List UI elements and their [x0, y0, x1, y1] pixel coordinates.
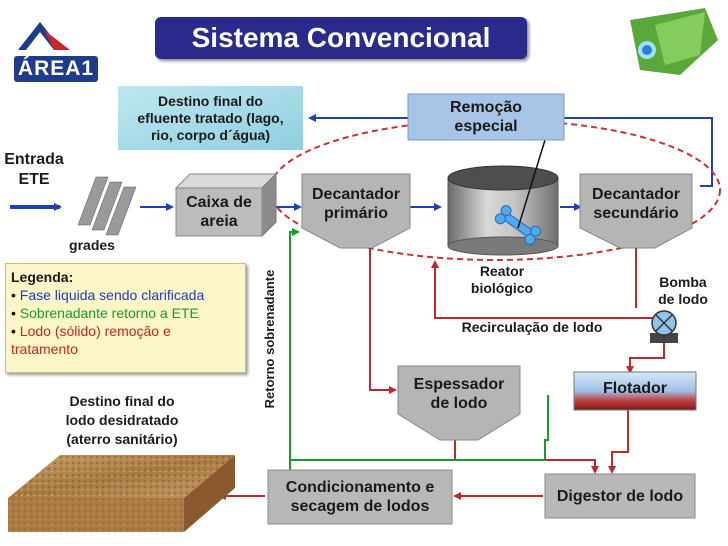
bomba-label: Bomba de lodo	[658, 274, 708, 307]
reator-label: Reator biológico	[470, 263, 534, 296]
legend-item-sludge: • Lodo (sólido) remoção e tratamento	[11, 322, 240, 358]
area1-logo	[14, 22, 98, 82]
grades-icon	[77, 176, 137, 236]
decantador-secundario-label: Decantador secundário	[591, 186, 681, 222]
legend-bullet: •	[11, 287, 16, 303]
soil-block	[8, 455, 235, 532]
legend-box: Legenda: • Fase liquida sendo clarificad…	[5, 263, 246, 373]
sludge-flotador-to-digestor	[608, 410, 629, 474]
recirculacao-label: Recirculação de lodo	[461, 319, 603, 335]
legend-item-text: Fase liquida sendo clarificada	[19, 287, 205, 303]
caixa-areia-shape	[174, 172, 278, 238]
entry-label: Entrada ETE	[4, 151, 64, 188]
supernatant-espessador-return	[289, 228, 549, 461]
legend-bullet: •	[11, 323, 16, 339]
destino-efluente-label: Destino final do efluente tratado (lago,…	[137, 92, 284, 143]
bomba-icon	[650, 310, 678, 343]
condicionamento-shape	[267, 469, 453, 525]
legend-item-liquid: • Fase liquida sendo clarificada	[11, 286, 240, 304]
legend-item-supernatant: • Sobrenadante retorno a ETE	[11, 304, 240, 322]
remocao-especial-label: Remoção especial	[449, 99, 523, 135]
flotador-label: Flotador	[603, 379, 667, 397]
destino-lodo-label: Destino final do lodo desidratado (aterr…	[65, 393, 179, 447]
decantador-primario-shape	[301, 173, 411, 249]
caixa-areia-label: Caixa de areia	[186, 194, 252, 230]
flotador-shape	[573, 371, 697, 411]
page-title: Sistema Convencional	[155, 17, 527, 59]
sludge-bomba-to-flotador	[626, 340, 665, 374]
destino-efluente-shape	[118, 86, 303, 150]
digestor-shape	[544, 473, 696, 519]
leaf-decoration	[630, 8, 718, 75]
decantador-primario-label: Decantador primário	[311, 186, 401, 222]
decantador-secundario-shape	[579, 173, 693, 249]
sludge-espessador-to-digestor	[454, 440, 599, 474]
condicionamento-label: Condicionamento e secagem de lodos	[285, 479, 435, 515]
logo-text: ÁREA1	[17, 57, 95, 80]
sludge-primario-to-espessador	[369, 248, 397, 394]
digestor-label: Digestor de lodo	[556, 487, 684, 505]
espessador-shape	[397, 365, 521, 441]
legend-item-text: Sobrenadante retorno a ETE	[19, 305, 199, 321]
legend-bullet: •	[11, 305, 16, 321]
remocao-especial-shape	[407, 93, 565, 141]
grades-label: grades	[69, 237, 115, 253]
legend-title: Legenda:	[11, 269, 74, 285]
reator-tank	[447, 139, 559, 256]
espessador-label: Espessador de lodo	[413, 376, 505, 412]
retorno-sobrenadante-label: Retorno sobrenadante	[262, 269, 277, 409]
sludge-recirculacao	[431, 260, 655, 319]
legend-item-text: Lodo (sólido) remoção e tratamento	[11, 323, 171, 357]
